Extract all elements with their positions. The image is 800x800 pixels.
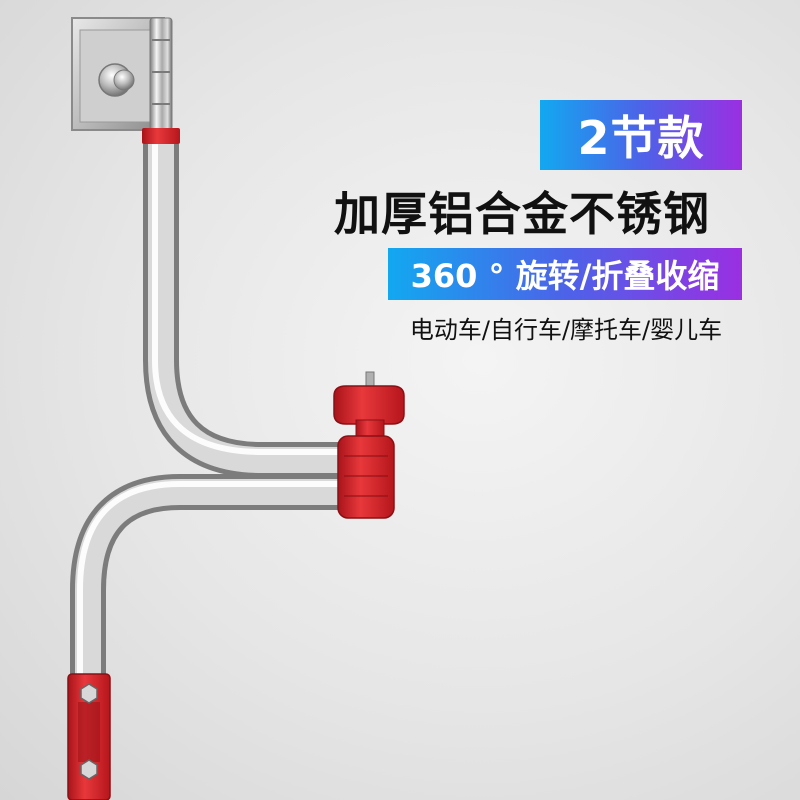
swivel-joint: [333, 371, 405, 519]
compatible-vehicles: 电动车/自行车/摩托车/婴儿车: [409, 316, 723, 344]
feature-text: 360 ° 旋转/折叠收缩: [410, 257, 720, 295]
material-headline: 加厚铝合金不锈钢: [334, 187, 710, 241]
bottom-red-clamp: [67, 673, 111, 800]
model-badge-text: 2节款: [577, 111, 705, 165]
top-clamp: [71, 17, 173, 131]
feature-bar: 360 ° 旋转/折叠收缩: [388, 248, 742, 300]
model-badge: 2节款: [540, 100, 742, 170]
top-red-collar: [142, 128, 180, 144]
